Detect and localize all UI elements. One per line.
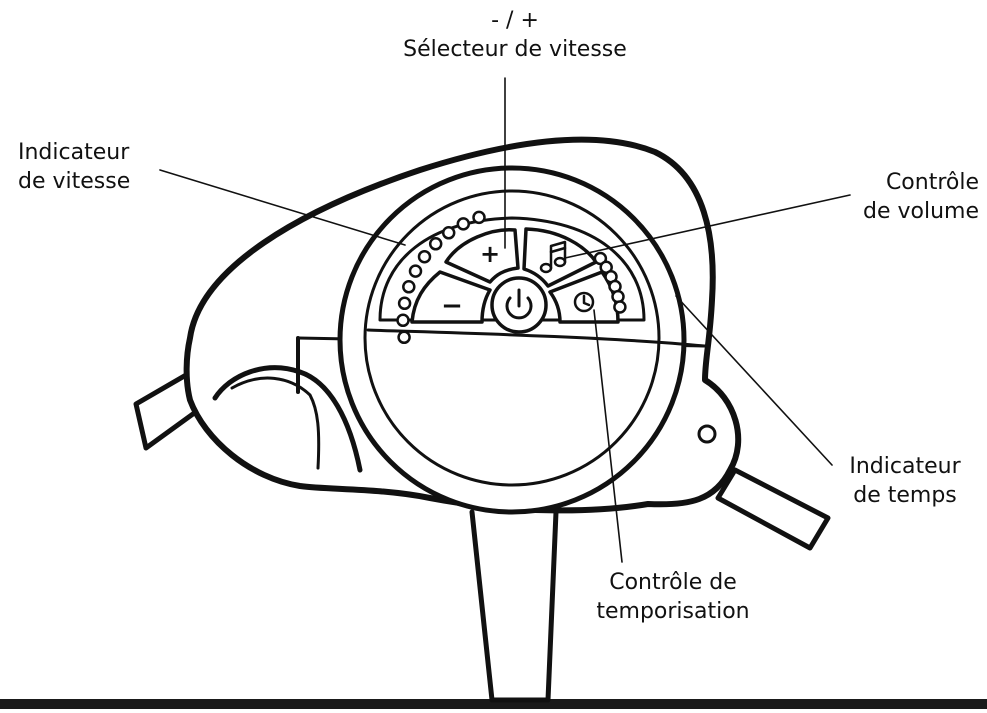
label-time-indicator-line1: Indicateur [849,454,961,479]
label-speed-selector-line2: Sélecteur de vitesse [403,37,627,62]
speed-led-4 [402,280,416,294]
time-led-6 [613,300,627,314]
music-note-icon [539,240,567,274]
speed-indicator-leds [396,210,486,345]
side-knob [697,424,717,444]
speed-led-5 [408,264,423,278]
time-indicator-leds [593,251,627,314]
label-speed-indicator-line2: de vitesse [18,169,131,194]
leader-timer-control [593,309,623,563]
plus-symbol: + [480,240,500,268]
label-volume-control-line1: Contrôle [885,170,979,195]
clock-icon [573,291,595,313]
leader-speed-indicator [159,169,406,246]
label-timer-control: Contrôle de temporisation [568,568,778,626]
label-speed-selector-line1: - / + [491,8,539,33]
lower-fold [212,365,363,473]
support-post [469,509,559,703]
speed-led-9 [456,217,471,231]
label-volume-control-line2: de volume [863,199,979,224]
label-speed-selector: - / + Sélecteur de vitesse [365,6,665,64]
right-arm [715,467,831,551]
label-timer-control-line2: temporisation [596,599,750,624]
label-time-indicator: Indicateur de temps [830,452,980,510]
minus-symbol: − [441,291,463,321]
label-timer-control-line1: Contrôle de [609,570,737,595]
speed-led-7 [428,237,443,251]
plus-button[interactable] [444,228,520,284]
dial-seam [366,328,706,348]
leader-lines [159,77,851,563]
speed-led-6 [417,249,432,264]
label-volume-control: Contrôle de volume [863,168,979,226]
speed-led-1 [397,330,411,345]
label-speed-indicator: Indicateur de vitesse [18,138,130,196]
time-led-5 [611,289,625,304]
speed-led-3 [397,296,412,311]
label-speed-indicator-line1: Indicateur [18,140,130,165]
power-icon [505,288,533,320]
speed-led-8 [441,226,456,240]
bottom-bar [0,699,987,709]
leader-volume-control [564,194,851,259]
speed-led-10 [472,210,486,225]
lower-fold-inner [230,376,321,470]
label-time-indicator-line2: de temps [853,483,957,508]
leader-time-indicator [675,295,833,466]
minus-button[interactable] [410,270,492,324]
speed-led-2 [396,313,410,328]
